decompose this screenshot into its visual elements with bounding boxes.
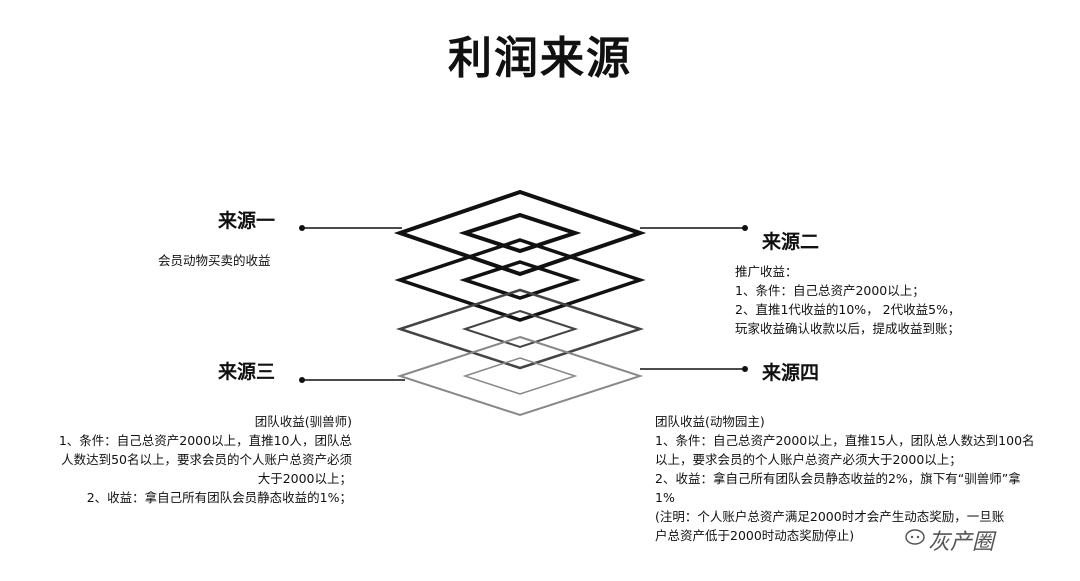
source-3-line: 大于2000以上； <box>257 471 352 486</box>
source-1-line: 会员动物买卖的收益 <box>158 253 271 268</box>
source-2-line: 1、条件：自己总资产2000以上； <box>735 283 925 298</box>
diamond-layer-1 <box>393 189 647 277</box>
source-2-description: 推广收益： 1、条件：自己总资产2000以上； 2、直推1代收益的10%， 2代… <box>735 262 960 338</box>
connector-dots <box>299 225 748 383</box>
source-4-line: 以上，要求会员的个人账户总资产必须大于2000以上； <box>655 452 962 467</box>
source-3-line: 团队收益(驯兽师) <box>254 414 352 429</box>
chat-bubble-icon <box>905 529 925 545</box>
source-2-line: 2、直推1代收益的10%， 2代收益5%， <box>735 302 961 317</box>
source-1-description: 会员动物买卖的收益 <box>158 251 271 270</box>
diamond-layer-4 <box>396 335 644 417</box>
source-2-heading: 来源二 <box>762 231 820 253</box>
source-4-line: (注明：个人账户总资产满足2000时才会产生动态奖励，一旦账 <box>655 509 1005 524</box>
source-3-line: 2、收益：拿自己所有团队会员静态收益的1%； <box>86 490 352 505</box>
page-title: 利润来源 <box>448 33 632 84</box>
diamond-layer-2 <box>394 238 646 322</box>
source-4-description: 团队收益(动物园主) 1、条件：自己总资产2000以上，直推15人，团队总人数达… <box>655 412 1035 545</box>
source-2-line: 推广收益： <box>735 264 798 279</box>
watermark-text: 灰产圈 <box>928 530 995 555</box>
source-3-line: 人数达到50名以上，要求会员的个人账户总资产必须 <box>61 452 352 467</box>
source-3-heading: 来源三 <box>218 361 276 383</box>
connector-lines <box>302 227 745 381</box>
source-4-line: 2、收益：拿自己所有团队会员静态收益的2%，旗下有“驯兽师”拿 <box>655 471 1021 486</box>
source-4-line: 户总资产低于2000时动态奖励停止) <box>655 528 855 543</box>
source-3-line: 1、条件：自己总资产2000以上，直推10人，团队总 <box>58 433 352 448</box>
source-4-line: 团队收益(动物园主) <box>655 414 765 429</box>
source-4-line: 1、条件：自己总资产2000以上，直推15人，团队总人数达到100名 <box>655 433 1035 448</box>
source-3-description: 团队收益(驯兽师) 1、条件：自己总资产2000以上，直推10人，团队总 人数达… <box>59 412 352 507</box>
source-4-heading: 来源四 <box>762 362 820 384</box>
diamond-layer-3 <box>395 288 645 370</box>
source-1-heading: 来源一 <box>218 210 276 232</box>
source-4-line: 1% <box>655 490 675 505</box>
source-2-line: 玩家收益确认收款以后，提成收益到账； <box>735 321 961 336</box>
